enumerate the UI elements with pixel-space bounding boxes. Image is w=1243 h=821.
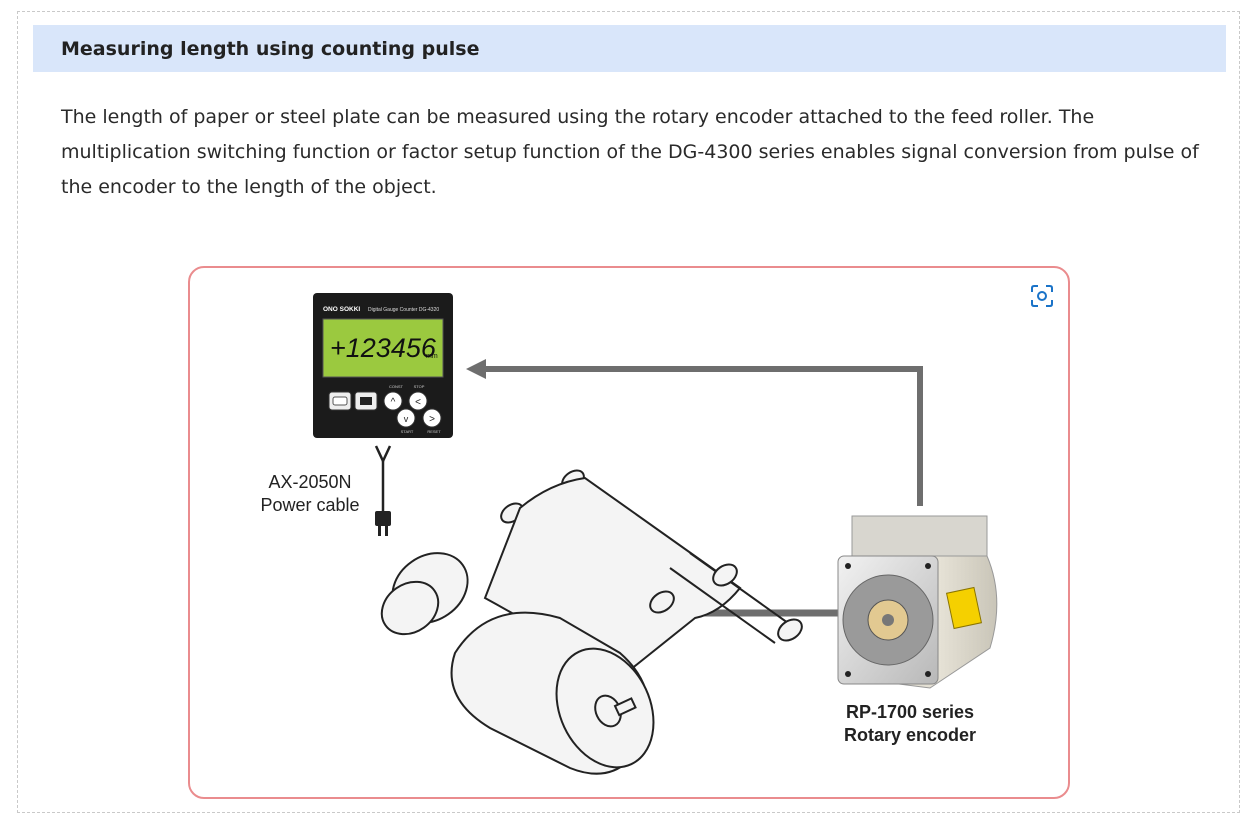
section-header: Measuring length using counting pulse [33, 25, 1226, 72]
btn-label-start: START [401, 429, 414, 434]
encoder-label-line2: Rotary encoder [844, 725, 976, 745]
counter-brand: ONO SOKKI [323, 306, 360, 313]
svg-text:<: < [415, 397, 421, 408]
rotary-encoder [837, 515, 998, 689]
section-paragraph: The length of paper or steel plate can b… [61, 106, 1199, 198]
lcd-value: +123456 [330, 333, 437, 363]
btn-label-reset: RESET [427, 429, 441, 434]
encoder-label-line1: RP-1700 series [846, 702, 974, 722]
svg-text:v: v [404, 414, 409, 424]
power-cable-label-line2: Power cable [260, 495, 359, 515]
digital-counter: ONO SOKKI Digital Gauge Counter DG-4320 … [313, 293, 453, 438]
feed-roller-machine [380, 469, 803, 775]
lcd-unit: mm [426, 353, 438, 360]
svg-text:>: > [429, 414, 435, 425]
btn-label-const: CONST [389, 384, 404, 389]
svg-text:^: ^ [391, 397, 396, 408]
counter-model: Digital Gauge Counter DG-4320 [368, 307, 439, 313]
expand-image-icon[interactable] [1029, 283, 1055, 309]
content-frame [17, 11, 1240, 813]
power-cable [374, 445, 392, 536]
figure-container: ONO SOKKI Digital Gauge Counter DG-4320 … [188, 266, 1070, 799]
measurement-diagram: ONO SOKKI Digital Gauge Counter DG-4320 … [260, 293, 998, 775]
signal-arrow [466, 359, 923, 506]
power-cable-label-line1: AX-2050N [268, 472, 351, 492]
section-title: Measuring length using counting pulse [61, 37, 480, 60]
btn-label-stop: STOP [414, 384, 425, 389]
